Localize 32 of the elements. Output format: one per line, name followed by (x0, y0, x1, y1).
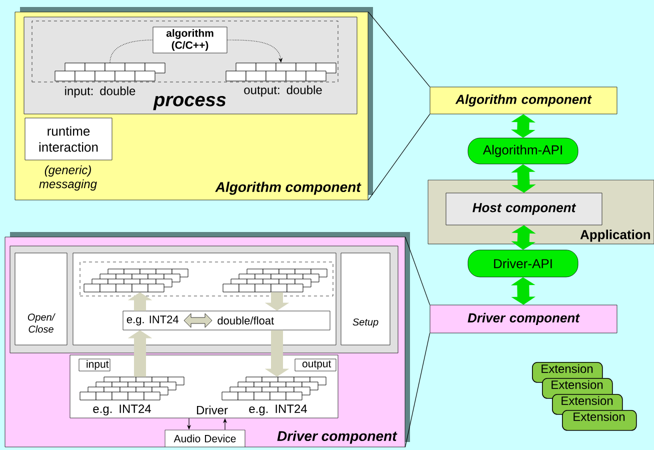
arrow (511, 164, 536, 193)
node-label: output: double (244, 85, 322, 97)
leader-line (368, 114, 430, 200)
buffer-drawing (84, 268, 188, 292)
dotted-line (110, 40, 154, 64)
dashed-frame (80, 262, 334, 296)
node-label: (generic) messaging (39, 165, 97, 191)
audio-device-box: Audio Device (164, 430, 246, 447)
buffer-drawing: e.g. INT24 (80, 376, 184, 416)
buffer-drawing (222, 268, 328, 292)
open-close-box: Open/ Close (14, 252, 68, 346)
extension-box: Extension (562, 410, 637, 431)
leader-line (368, 12, 430, 88)
host-box: Host component (446, 192, 602, 226)
converter-box: e.g. INT24 double/float (122, 310, 330, 330)
arrow (510, 277, 536, 305)
component-box: Algorithm component (430, 86, 618, 114)
leader-line (404, 332, 430, 448)
node-label: input: double (65, 86, 136, 98)
leader-line (404, 236, 430, 306)
api-pill: Algorithm-API (468, 138, 578, 164)
buffer-drawing: output: double (226, 62, 336, 97)
input-tag: input (78, 358, 110, 372)
component-box: Driver component (430, 304, 618, 334)
node-label: e.g. INT24 (93, 404, 151, 416)
dashed-frame (32, 20, 338, 82)
interaction-box: runtime interaction (generic) messaging (24, 118, 112, 191)
api-pill: Driver-API (468, 250, 578, 278)
algorithm-box: algorithm (C/C++) (152, 26, 228, 54)
output-tag: output (294, 358, 336, 372)
node-label: e.g. INT24 (249, 404, 307, 416)
setup-box: Setup (340, 252, 390, 346)
